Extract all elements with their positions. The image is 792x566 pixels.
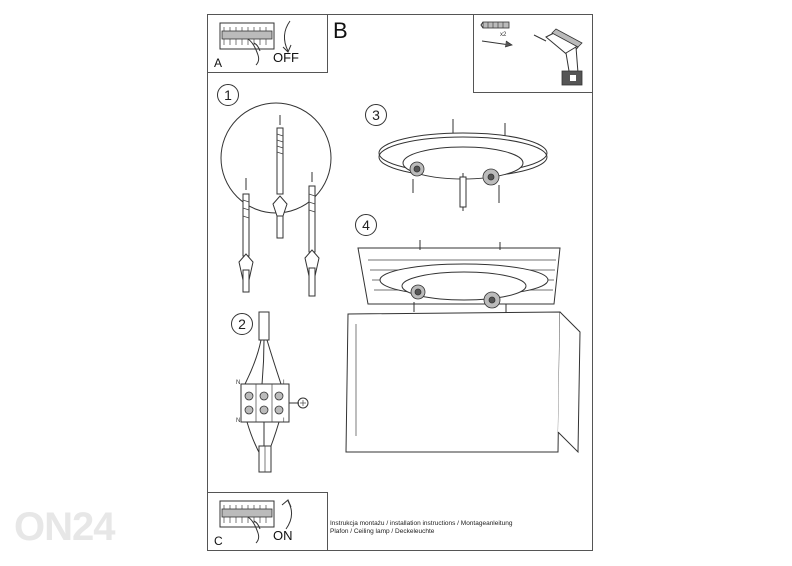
step-4-number: 4	[355, 214, 377, 236]
wire-label-n-top: N	[236, 380, 241, 386]
step-3-number: 3	[365, 104, 387, 126]
step-1-number: 1	[217, 84, 239, 106]
step-1-dowel-illustration	[220, 102, 332, 297]
panel-c-letter: C	[214, 534, 223, 548]
drill-icon	[533, 28, 583, 86]
panel-a-power-off: A OFF	[207, 14, 328, 73]
panel-b-letter: B	[333, 18, 348, 43]
switch-on-illustration	[219, 500, 275, 544]
panel-a-letter: A	[214, 56, 223, 70]
tools-box: x2	[473, 14, 593, 93]
wire-label-n-bottom: N	[236, 418, 241, 424]
caption-instructions: Instrukcja montażu / installation instru…	[330, 520, 513, 527]
step-4-ceiling-lamp-illustration	[345, 240, 581, 454]
step-2-number: 2	[231, 313, 253, 335]
step-2-wiring-illustration	[240, 311, 309, 473]
off-arrow-icon	[282, 20, 292, 53]
step-3-bracket-illustration	[378, 119, 548, 211]
on-label: ON	[273, 528, 293, 543]
switch-off-illustration	[219, 22, 275, 66]
on-arrow-icon	[281, 499, 292, 530]
wall-plug-icon	[480, 21, 513, 48]
off-label: OFF	[273, 50, 299, 65]
watermark-logo: ON24	[14, 505, 115, 549]
quantity-label: x2	[500, 32, 507, 38]
caption-product: Plafon / Ceiling lamp / Deckeleuchte	[330, 528, 435, 535]
wire-label-l-bottom: L	[283, 418, 287, 424]
wire-label-l-top: L	[283, 380, 287, 386]
panel-c-power-on: C ON	[207, 492, 328, 551]
